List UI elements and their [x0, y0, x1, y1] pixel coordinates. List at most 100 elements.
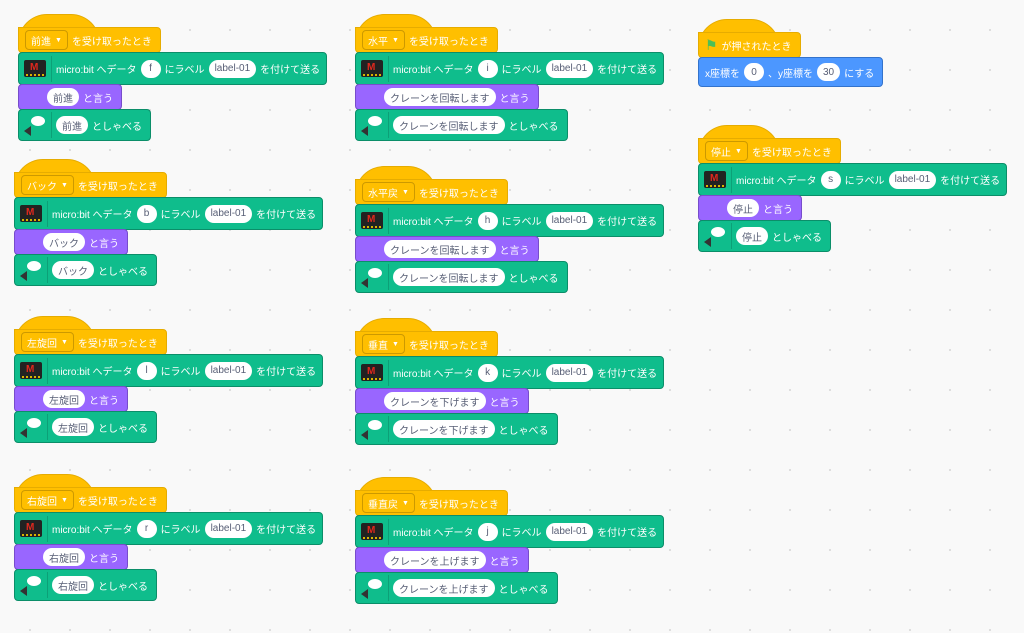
script-5[interactable]: 水平▼を受け取ったときmicro:bit へデータiにラベルlabel-01を付…: [355, 14, 665, 141]
say-input[interactable]: クレーンを回転します: [384, 88, 496, 106]
data-input[interactable]: h: [477, 211, 498, 230]
speak-block[interactable]: クレーンを回転しますとしゃべる: [355, 109, 568, 141]
x-input[interactable]: 0: [744, 63, 764, 81]
speak-input[interactable]: 左旋回: [52, 418, 94, 436]
speak-input[interactable]: 前進: [56, 116, 88, 134]
speak-input[interactable]: クレーンを上げます: [393, 579, 495, 597]
message-dropdown[interactable]: 左旋回▼: [21, 332, 74, 352]
script-3[interactable]: 左旋回▼を受け取ったときmicro:bit へデータlにラベルlabel-01を…: [14, 316, 324, 443]
script-8[interactable]: 垂直戻▼を受け取ったときmicro:bit へデータjにラベルlabel-01を…: [355, 477, 665, 604]
speak-input[interactable]: バック: [52, 261, 94, 279]
speak-input[interactable]: クレーンを回転します: [393, 116, 505, 134]
say-input[interactable]: クレーンを回転します: [384, 240, 496, 258]
microbit-prefix: micro:bit へデータ: [52, 525, 133, 536]
label-input[interactable]: label-01: [208, 59, 257, 78]
say-input[interactable]: クレーンを下げます: [384, 392, 486, 410]
script-1[interactable]: 前進▼を受け取ったときmicro:bit へデータfにラベルlabel-01を付…: [18, 14, 328, 141]
speak-block[interactable]: クレーンを上げますとしゃべる: [355, 572, 558, 604]
message-dropdown[interactable]: バック▼: [21, 175, 74, 195]
script-7[interactable]: 垂直▼を受け取ったときmicro:bit へデータkにラベルlabel-01を付…: [355, 318, 665, 445]
speak-block[interactable]: クレーンを下げますとしゃべる: [355, 413, 558, 445]
speak-block[interactable]: 右旋回としゃべる: [14, 569, 157, 601]
data-input[interactable]: j: [477, 522, 498, 541]
data-input[interactable]: b: [136, 204, 157, 223]
label-text: にラベル: [501, 217, 542, 228]
say-input[interactable]: 前進: [47, 88, 79, 106]
label-input[interactable]: label-01: [888, 170, 937, 189]
data-input[interactable]: s: [820, 170, 841, 189]
say-block[interactable]: クレーンを回転しますと言う: [355, 236, 539, 262]
label-input[interactable]: label-01: [204, 204, 253, 223]
when-receive-block[interactable]: 停止▼を受け取ったとき: [698, 125, 841, 164]
say-block[interactable]: クレーンを上げますと言う: [355, 547, 529, 573]
when-receive-block[interactable]: 水平戻▼を受け取ったとき: [355, 166, 508, 205]
go-to-xy-block[interactable]: x座標を 0 、y座標を 30 にする: [698, 57, 884, 87]
speak-block[interactable]: 左旋回としゃべる: [14, 411, 157, 443]
label-text: にラベル: [501, 528, 542, 539]
microbit-icon-wrap: [359, 55, 389, 82]
message-dropdown[interactable]: 水平戻▼: [362, 182, 415, 202]
speak-block[interactable]: バックとしゃべる: [14, 254, 157, 286]
label-input[interactable]: label-01: [545, 211, 594, 230]
chevron-down-icon: ▼: [402, 499, 409, 507]
say-input[interactable]: 右旋回: [43, 548, 85, 566]
message-dropdown[interactable]: 停止▼: [705, 141, 748, 161]
label-input[interactable]: label-01: [204, 519, 253, 538]
say-block[interactable]: クレーンを下げますと言う: [355, 388, 529, 414]
speak-input[interactable]: 停止: [736, 227, 768, 245]
say-input[interactable]: 停止: [727, 199, 759, 217]
data-input[interactable]: f: [140, 59, 161, 78]
message-dropdown[interactable]: 右旋回▼: [21, 490, 74, 510]
say-input[interactable]: 左旋回: [43, 390, 85, 408]
when-receive-block[interactable]: バック▼を受け取ったとき: [14, 159, 167, 198]
data-input[interactable]: l: [136, 361, 157, 380]
say-input[interactable]: バック: [43, 233, 85, 251]
when-receive-block[interactable]: 前進▼を受け取ったとき: [18, 14, 161, 53]
speak-input[interactable]: クレーンを下げます: [393, 420, 495, 438]
y-input[interactable]: 30: [817, 63, 841, 81]
when-receive-block[interactable]: 垂直戻▼を受け取ったとき: [355, 477, 508, 516]
speak-input[interactable]: クレーンを回転します: [393, 268, 505, 286]
green-flag-script[interactable]: ⚑ が押されたとき x座標を 0 、y座標を 30 にする: [698, 19, 884, 87]
speak-block[interactable]: 停止としゃべる: [698, 220, 831, 252]
message-dropdown[interactable]: 垂直▼: [362, 334, 405, 354]
when-receive-block[interactable]: 水平▼を受け取ったとき: [355, 14, 498, 53]
label-input[interactable]: label-01: [545, 522, 594, 541]
script-4[interactable]: 右旋回▼を受け取ったときmicro:bit へデータrにラベルlabel-01を…: [14, 474, 324, 601]
say-block[interactable]: 左旋回と言う: [14, 386, 128, 412]
speak-block[interactable]: 前進としゃべる: [18, 109, 151, 141]
message-dropdown[interactable]: 垂直戻▼: [362, 493, 415, 513]
say-block[interactable]: 停止と言う: [698, 195, 802, 221]
when-receive-block[interactable]: 垂直▼を受け取ったとき: [355, 318, 498, 357]
label-input[interactable]: label-01: [204, 361, 253, 380]
say-block[interactable]: バックと言う: [14, 229, 128, 255]
speak-input[interactable]: 右旋回: [52, 576, 94, 594]
label-input[interactable]: label-01: [545, 363, 594, 382]
data-input[interactable]: r: [136, 519, 157, 538]
data-input[interactable]: i: [477, 59, 498, 78]
when-flag-clicked-block[interactable]: ⚑ が押されたとき: [698, 19, 801, 58]
message-dropdown[interactable]: 水平▼: [362, 30, 405, 50]
say-block[interactable]: 右旋回と言う: [14, 544, 128, 570]
label-input[interactable]: label-01: [545, 59, 594, 78]
when-receive-block[interactable]: 右旋回▼を受け取ったとき: [14, 474, 167, 513]
message-dropdown[interactable]: 前進▼: [25, 30, 68, 50]
say-input[interactable]: クレーンを上げます: [384, 551, 486, 569]
script-9[interactable]: 停止▼を受け取ったときmicro:bit へデータsにラベルlabel-01を付…: [698, 125, 1008, 252]
say-block[interactable]: クレーンを回転しますと言う: [355, 84, 539, 110]
when-receive-block[interactable]: 左旋回▼を受け取ったとき: [14, 316, 167, 355]
script-6[interactable]: 水平戻▼を受け取ったときmicro:bit へデータhにラベルlabel-01を…: [355, 166, 665, 293]
data-input[interactable]: k: [477, 363, 498, 382]
say-block[interactable]: 前進と言う: [18, 84, 122, 110]
speak-block[interactable]: クレーンを回転しますとしゃべる: [355, 261, 568, 293]
script-2[interactable]: バック▼を受け取ったときmicro:bit へデータbにラベルlabel-01を…: [14, 159, 324, 286]
